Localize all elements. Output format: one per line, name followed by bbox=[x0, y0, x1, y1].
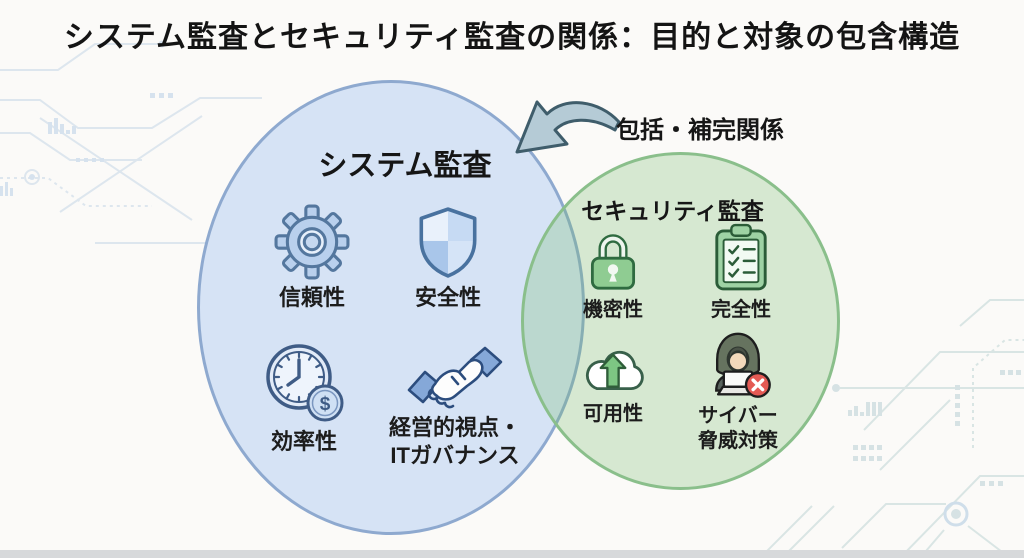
bottom-edge-strip bbox=[0, 550, 1024, 558]
relation-label: 包括・補完関係 bbox=[616, 117, 784, 144]
lock-icon bbox=[590, 234, 636, 290]
item-efficiency: $ 効率性 bbox=[248, 340, 360, 456]
hacker-icon bbox=[715, 332, 771, 398]
system-audit-title: システム監査 bbox=[318, 150, 492, 182]
circuit-dots-right bbox=[832, 370, 1021, 519]
item-label: 完全性 bbox=[711, 299, 771, 321]
dollar-glyph: $ bbox=[320, 394, 331, 415]
item-reliability: 信頼性 bbox=[258, 204, 366, 312]
handshake-icon bbox=[407, 346, 503, 409]
item-confidentiality: 機密性 bbox=[566, 228, 660, 323]
item-label: 安全性 bbox=[414, 285, 481, 310]
item-integrity: 完全性 bbox=[694, 222, 788, 323]
item-cyber-threat: サイバー 脅威対策 bbox=[690, 330, 786, 454]
system-audit-circle bbox=[197, 80, 585, 535]
security-audit-circle bbox=[521, 152, 840, 490]
diagram-title: システム監査とセキュリティ監査の関係：目的と対象の包含構造 bbox=[63, 21, 961, 54]
shield-icon bbox=[419, 207, 477, 278]
relation-arrow-wrap bbox=[503, 92, 628, 167]
item-label: 信頼性 bbox=[278, 285, 345, 310]
gear-icon bbox=[274, 204, 350, 280]
curved-arrow-icon bbox=[515, 100, 621, 154]
circuit-pattern-right bbox=[759, 299, 1024, 558]
item-label: 機密性 bbox=[583, 299, 643, 321]
item-safety: 安全性 bbox=[396, 204, 500, 312]
security-audit-title: セキュリティ監査 bbox=[581, 198, 764, 224]
item-label: 可用性 bbox=[583, 403, 643, 425]
clock-dollar-icon: $ bbox=[266, 344, 344, 422]
item-availability: 可用性 bbox=[566, 336, 660, 427]
item-label: 経営的視点・ ITガバナンス bbox=[388, 415, 521, 468]
item-governance: 経営的視点・ ITガバナンス bbox=[372, 346, 538, 469]
cloud-upload-icon bbox=[585, 350, 644, 391]
item-label: サイバー 脅威対策 bbox=[698, 405, 778, 452]
circuit-dots-top-left bbox=[0, 40, 173, 196]
checklist-icon bbox=[715, 223, 767, 291]
item-label: 効率性 bbox=[270, 429, 337, 454]
